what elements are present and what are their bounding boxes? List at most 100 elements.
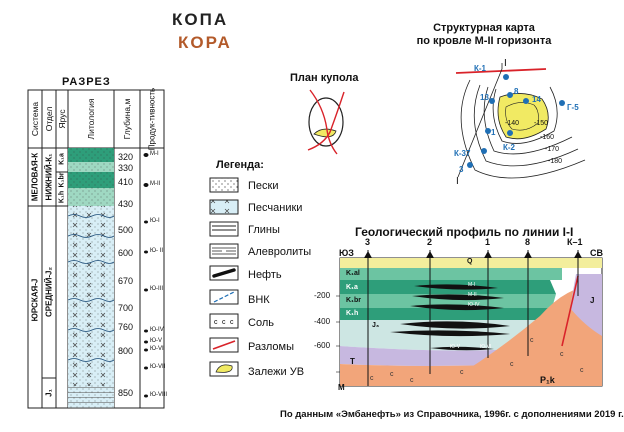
map-well-label: 1: [491, 128, 496, 137]
legend-item-clay: Глины: [248, 224, 280, 236]
layer-label: K₁a: [346, 284, 358, 291]
map-well-label: К-37: [454, 149, 471, 158]
footer-source: По данным «Эмбанефть» из Справочника, 19…: [280, 409, 624, 420]
legend-item-owc: ВНК: [248, 294, 270, 306]
profile-title: Геологический профиль по линии I-I: [355, 225, 574, 239]
horizon-label: Ю-I: [150, 218, 160, 224]
field-title-kz: КОРА: [178, 33, 232, 52]
field-title-ru: КОПА: [172, 10, 229, 29]
oil-horizon-label: Ю-V: [450, 344, 461, 350]
svg-text:c: c: [390, 371, 394, 378]
oil-horizon-label: Ю-IV: [468, 302, 480, 308]
horizon-label: Ю-VI: [150, 346, 164, 352]
layer-label: T: [350, 357, 355, 366]
col-header-series: Отдел: [44, 106, 54, 132]
depth-label: 330: [118, 163, 134, 173]
layer-label: K₁h: [346, 310, 359, 317]
structure-map-title-line1: Структурная карта: [433, 22, 535, 34]
depth-label: 800: [118, 346, 134, 356]
map-well-label: 14: [532, 95, 541, 104]
horizon-label: Ю-VIII: [150, 392, 168, 398]
contour-label: -170: [545, 146, 560, 153]
svg-text:c: c: [560, 351, 564, 358]
profile-dir-sw: ЮЗ: [339, 248, 354, 258]
legend-title: Легенда:: [216, 159, 264, 171]
system-cretaceous: МЕЛОВАЯ-К: [30, 152, 40, 202]
plan-title: План купола: [290, 72, 359, 84]
contour-label: -180: [548, 158, 563, 165]
col-header-stage: Ярус: [57, 109, 67, 129]
map-well-label: К-1: [474, 64, 486, 73]
svg-text:c: c: [230, 319, 234, 326]
oil-horizon-label: Ю-VI: [480, 344, 492, 350]
map-well-label: 3: [459, 165, 464, 174]
series-lower-jurassic: J₁: [44, 389, 54, 397]
plan-dome-figure: [307, 89, 345, 155]
layer-label: J₃: [372, 322, 380, 329]
stage-k1a: K₁a: [58, 153, 66, 165]
structure-map-title-line2: по кровле М-II горизонта: [416, 35, 552, 47]
series-lower-cretaceous: НИЖНИЙ-К₁: [44, 153, 54, 201]
geologic-profile: c c c c c c c c: [336, 250, 603, 387]
depth-label: 760: [118, 322, 134, 332]
horizon-label: Ю-VII: [150, 364, 166, 370]
legend-item-oil: Нефть: [248, 269, 282, 281]
horizon-label: Ю-III: [150, 286, 164, 292]
svg-text:c: c: [370, 375, 374, 382]
oil-horizon-label: М-II: [468, 292, 477, 298]
profile-well-label: 3: [365, 237, 371, 247]
svg-text:c: c: [214, 319, 218, 326]
contour-label: -160: [540, 134, 555, 141]
svg-text:c: c: [530, 337, 534, 344]
depth-label: 700: [118, 303, 134, 313]
map-well-label: 8: [514, 87, 519, 96]
svg-text:c: c: [510, 361, 514, 368]
svg-text:c: c: [580, 367, 584, 374]
depth-label: 670: [118, 276, 134, 286]
col-header-system: Система: [30, 101, 40, 137]
map-line-end-label: I: [504, 58, 507, 69]
layer-label: K₁al: [346, 270, 360, 277]
profile-dir-ne: СВ: [590, 248, 603, 258]
stage-k1br: K₁br: [58, 172, 66, 188]
layer-label: Q: [467, 258, 473, 265]
horizon-label: Ю- II: [150, 248, 164, 254]
profile-well-label: 1: [485, 237, 491, 247]
col-header-depth: Глубина,м: [122, 98, 132, 140]
map-line-end-label: I: [456, 176, 459, 187]
profile-well-label: К–1: [567, 237, 583, 247]
col-header-productivity: Продук-тивность: [147, 87, 157, 151]
legend-item-siltstone: Алевролиты: [248, 246, 312, 258]
svg-text:c: c: [460, 369, 464, 376]
profile-y-tick: -400: [314, 317, 331, 326]
contour-label: -140: [505, 120, 520, 127]
profile-y-tick: -600: [314, 341, 331, 350]
legend-item-hc-deposits: Залежи УВ: [248, 366, 305, 378]
legend-item-sandstone: Песчаники: [248, 202, 303, 214]
layer-label: J: [590, 296, 595, 305]
layer-label: P₁k: [540, 375, 555, 385]
depth-label: 320: [118, 152, 134, 162]
map-well-label: К-2: [503, 143, 515, 152]
layer-label: K₁br: [346, 297, 361, 304]
svg-text:c: c: [410, 377, 414, 384]
system-jurassic: ЮРСКАЯ-J: [30, 278, 40, 322]
stage-k1h: K₁h: [58, 190, 66, 204]
series-middle-jurassic: СРЕДНИЙ-J₂: [44, 266, 54, 318]
legend-item-sand: Пески: [248, 180, 279, 192]
legend-item-salt: Соль: [248, 317, 274, 329]
depth-label: 850: [118, 388, 134, 398]
profile-well-label: 8: [525, 237, 531, 247]
layer-label: М: [338, 383, 345, 392]
section-title: РАЗРЕЗ: [62, 76, 111, 88]
oil-horizon-label: М-I: [468, 282, 476, 288]
map-well-label: 13: [480, 93, 489, 102]
horizon-label: М-II: [150, 181, 161, 187]
map-well-label: Г-5: [567, 103, 579, 112]
profile-y-tick: -200: [314, 291, 331, 300]
depth-label: 410: [118, 177, 134, 187]
depth-label: 600: [118, 248, 134, 258]
horizon-label: М-I: [150, 151, 159, 157]
